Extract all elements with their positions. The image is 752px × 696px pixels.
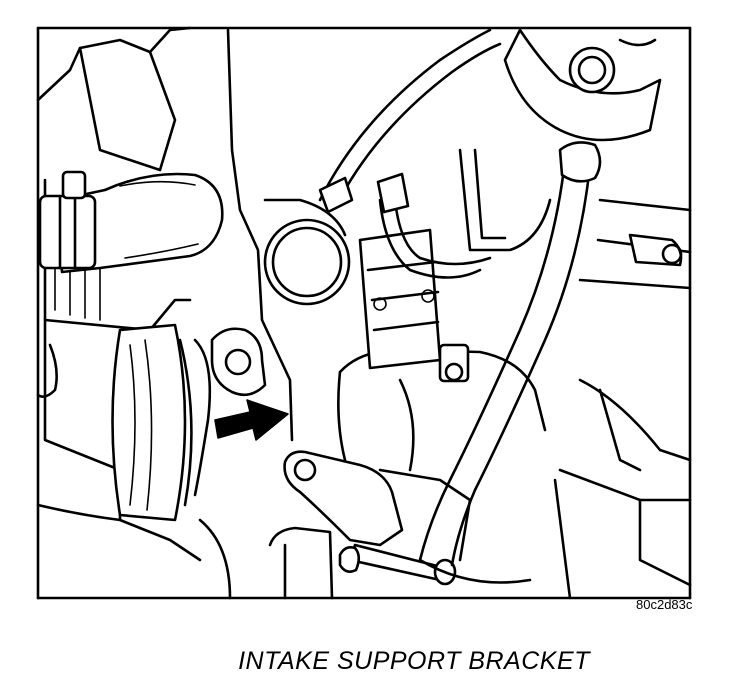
lower-components [198,478,572,600]
fan-pulley [111,323,212,522]
vacuum-lines [318,28,552,279]
intake-support-bracket [283,348,547,562]
throttle-body [358,228,470,383]
heater-hose [418,141,602,584]
black-arrow-icon [214,399,289,441]
frame-lines [36,26,692,600]
figure-caption: INTAKE SUPPORT BRACKET [238,647,590,675]
mounting-bolt [338,543,457,586]
upper-hose [503,28,662,142]
radiator-hose [38,170,224,274]
thermostat-housing [210,28,351,442]
figure-id: 80c2d83c [636,597,693,612]
engine-block [558,198,692,587]
